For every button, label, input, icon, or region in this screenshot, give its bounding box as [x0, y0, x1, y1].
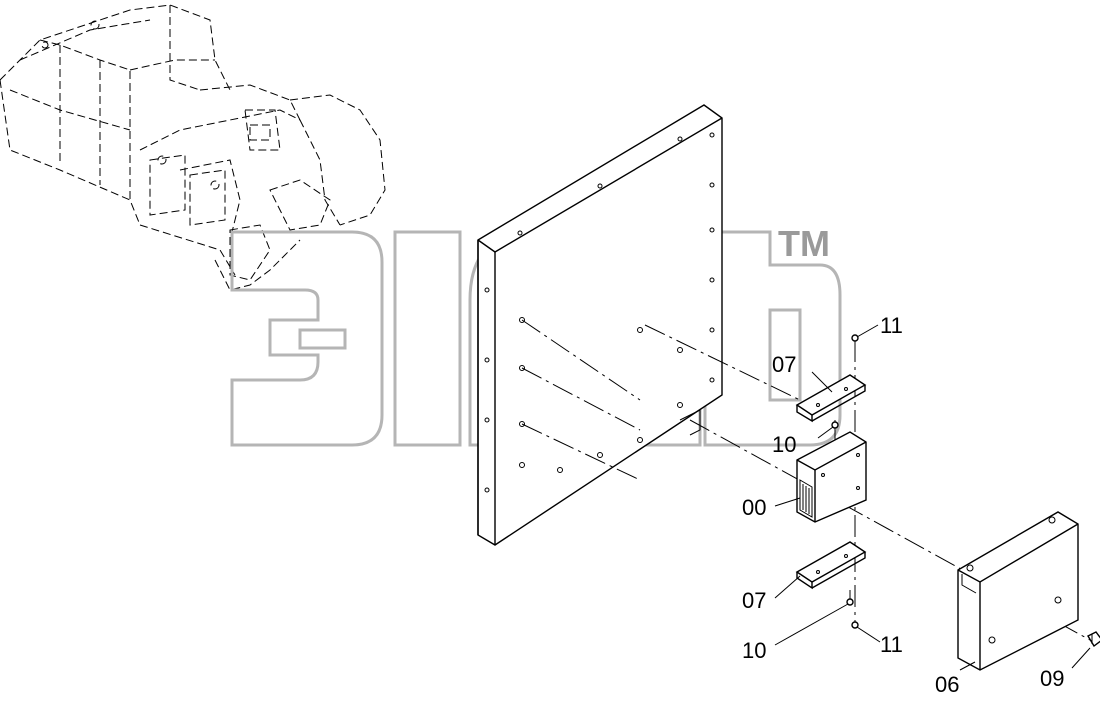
- nut-11-lower: [851, 621, 859, 629]
- callout-09: 09: [1040, 666, 1064, 691]
- callout-11-upper: 11: [880, 313, 903, 338]
- protective-cover: [957, 511, 1079, 671]
- machine-phantom-outline: [0, 4, 386, 291]
- mounting-plate: [477, 104, 723, 546]
- callout-10-lower: 10: [742, 638, 766, 663]
- fastener-hardware: [831, 334, 1100, 648]
- screw-10-upper: [831, 421, 839, 429]
- bolt-09: [1087, 631, 1100, 648]
- callout-07-lower: 07: [742, 588, 766, 613]
- nut-11-upper: [851, 334, 859, 342]
- callout-10-upper: 10: [772, 432, 796, 457]
- control-unit: [796, 431, 867, 523]
- callout-leaders: [774, 324, 1091, 671]
- callout-labels: 11 07 10 00 07 10 11 06 09: [742, 313, 1064, 697]
- callout-06: 06: [935, 672, 959, 697]
- bracket-upper: [795, 374, 867, 423]
- callout-00: 00: [742, 495, 766, 520]
- callout-11-lower: 11: [880, 632, 903, 657]
- bracket-lower: [795, 541, 867, 590]
- watermark-trademark: TM: [778, 223, 830, 264]
- screw-10-lower: [846, 598, 854, 606]
- callout-07-upper: 07: [772, 352, 796, 377]
